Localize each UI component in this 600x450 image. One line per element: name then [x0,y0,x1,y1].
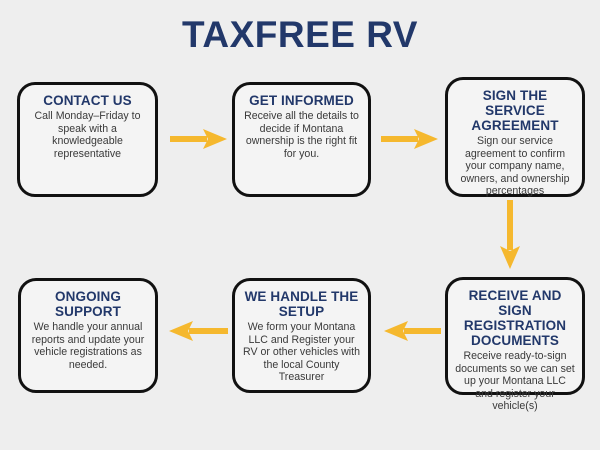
step-body: We handle your annual reports and update… [31,321,145,371]
step-body: Receive ready-to-sign documents so we ca… [455,350,575,413]
arrow-left-icon [381,318,441,349]
step-body: Receive all the details to decide if Mon… [244,110,359,160]
arrow-right-icon [170,126,228,157]
step-heading: ONGOING SUPPORT [55,289,121,320]
arrow-down-icon [497,200,523,275]
step-box-get-informed[interactable]: GET INFORMED Receive all the details to … [232,82,371,197]
step-heading: GET INFORMED [249,93,354,108]
step-heading: WE HANDLE THE SETUP [244,289,359,320]
step-heading: CONTACT US [43,93,132,108]
step-body: Sign our service agreement to confirm yo… [460,135,570,198]
arrow-right-icon [381,126,439,157]
step-box-receive-and-sign-registration-documents[interactable]: RECEIVE AND SIGN REGISTRATION DOCUMENTS … [445,277,585,412]
step-body: We form your Montana LLC and Register yo… [243,321,360,384]
step-box-contact-us[interactable]: CONTACT US Call Monday–Friday to speak w… [17,82,158,197]
step-body: Call Monday–Friday to speak with a knowl… [34,110,141,160]
page-title: TAXFREE RV [182,14,418,55]
step-heading: SIGN THE SERVICE AGREEMENT [471,88,559,134]
step-heading: RECEIVE AND SIGN REGISTRATION DOCUMENTS [463,288,567,349]
step-box-ongoing-support[interactable]: ONGOING SUPPORT We handle your annual re… [18,278,158,393]
step-box-sign-the-service-agreement[interactable]: SIGN THE SERVICE AGREEMENT Sign our serv… [445,77,585,197]
arrow-left-icon [166,318,228,349]
step-box-we-handle-the-setup[interactable]: WE HANDLE THE SETUP We form your Montana… [232,278,371,393]
